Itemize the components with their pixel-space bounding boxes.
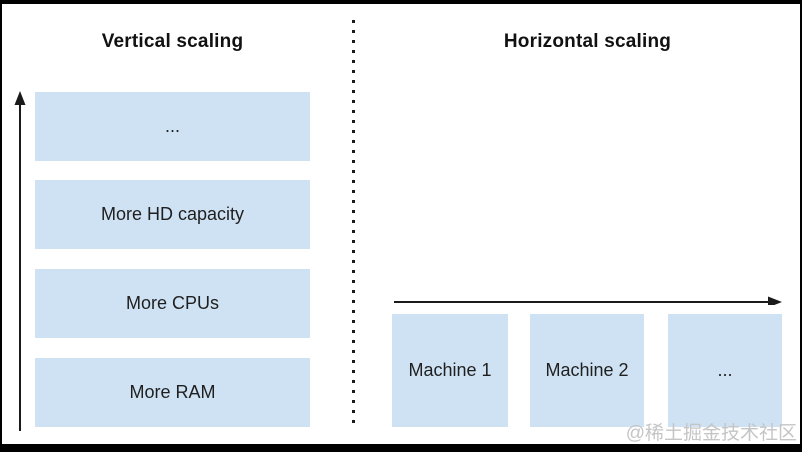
scaling-option-box: More RAM [35,358,310,427]
scaling-option-label: ... [164,116,180,136]
scaling-option-box: More CPUs [35,269,310,338]
scaling-option-box: ... [35,92,310,161]
up-arrow-icon [14,91,26,431]
machine-label: Machine 1 [408,360,492,380]
machine-label: Machine 2 [545,360,629,380]
scaling-option-label: More CPUs [125,293,219,313]
scaling-option-label: More RAM [129,382,216,402]
vertical-scaling-title: Vertical scaling [101,31,244,52]
watermark: @稀土掘金技术社区 [625,423,797,444]
dotted-divider [352,20,355,430]
machine-box: ... [668,314,782,427]
scaling-option-label: More HD capacity [100,204,245,224]
machine-box: Machine 1 [392,314,508,427]
machine-label: ... [717,360,733,380]
right-arrow-icon [394,296,782,305]
scaling-option-box: More HD capacity [35,180,310,249]
horizontal-scaling-title: Horizontal scaling [503,31,672,52]
machine-box: Machine 2 [530,314,644,427]
